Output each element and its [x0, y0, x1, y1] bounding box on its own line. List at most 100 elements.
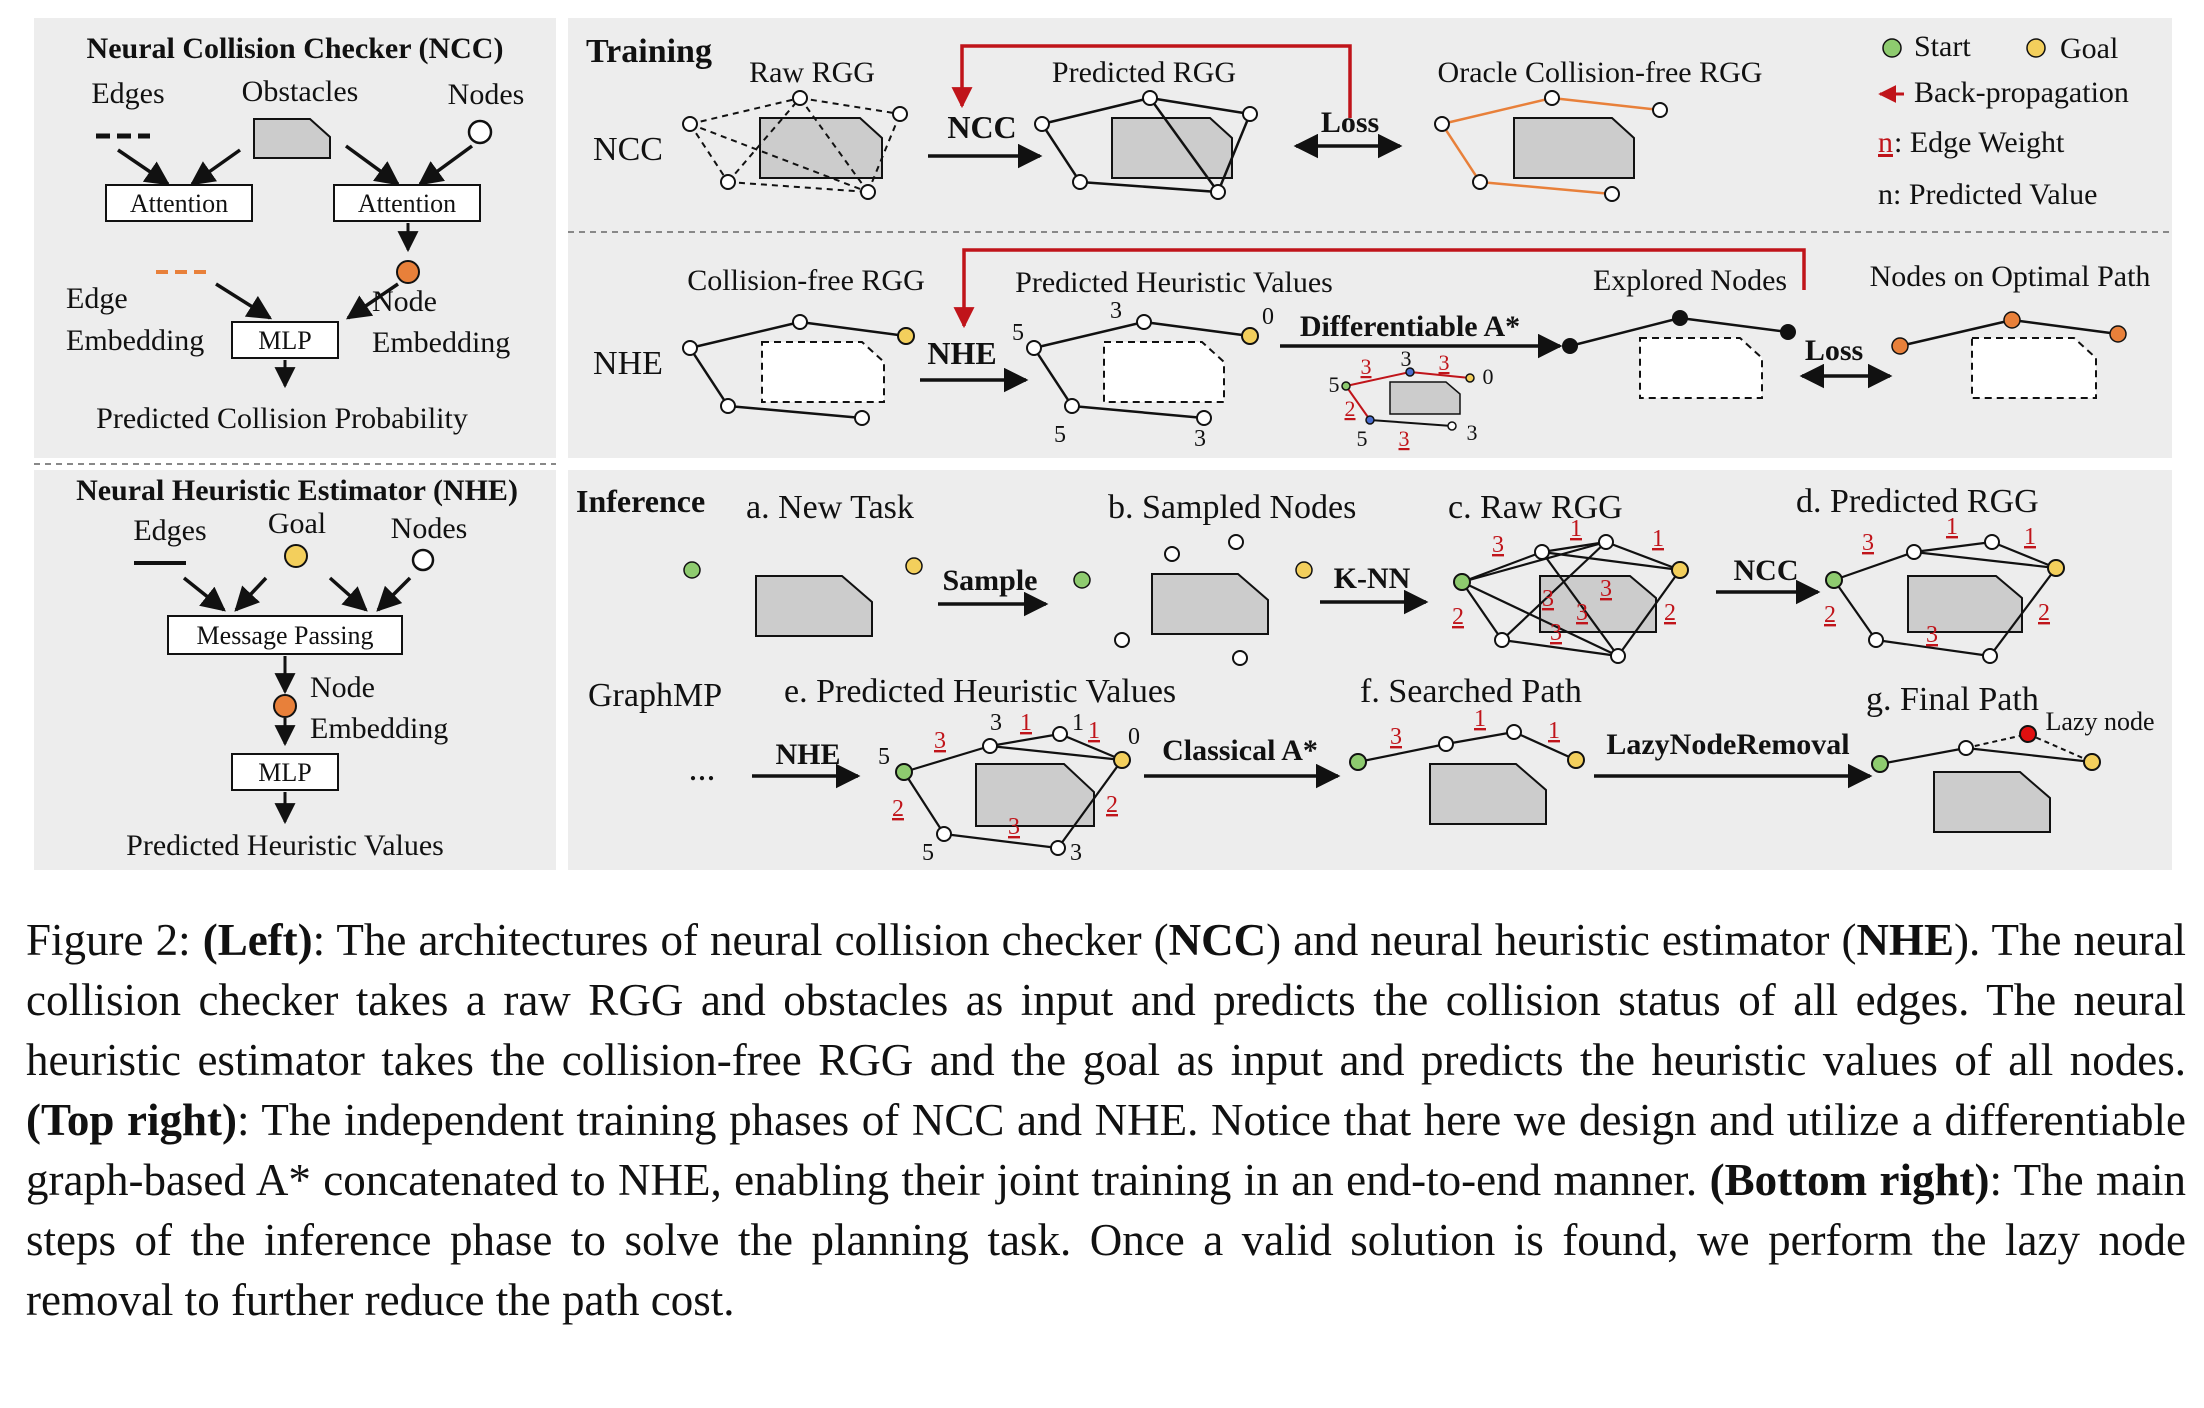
nhe-output-label: Predicted Heuristic Values [126, 829, 444, 862]
ncc-mlp-box [231, 321, 339, 359]
ncc-nodes-label: Nodes [448, 78, 525, 111]
classical-astar-label: Classical A* [1162, 734, 1318, 767]
nhe-edges-label: Edges [133, 514, 206, 547]
sv-h: 3 [1399, 426, 1410, 451]
nhe-goal-icon [284, 544, 308, 568]
c-raw-label: c. Raw RGG [1448, 489, 1623, 526]
legend-backprop: Back-propagation [1914, 76, 2129, 109]
caption-left: (Left) [202, 915, 313, 965]
c-w4: 2 [1452, 604, 1464, 630]
sv-b: 3 [1401, 346, 1412, 371]
h-value-b: 0 [1262, 304, 1274, 330]
explored-nodes-graph [1562, 310, 1796, 399]
caption-bottom-right: (Bottom right) [1709, 1155, 1990, 1205]
legend-edge-weight-n: n [1878, 126, 1893, 159]
optimal-path-graph [1891, 311, 2127, 399]
caption-nhe: NHE [1856, 915, 1954, 965]
ncc-architecture-panel: Neural Collision Checker (NCC) Edges Obs… [34, 18, 556, 458]
a-new-task-label: a. New Task [746, 489, 914, 526]
node-icon [467, 119, 493, 145]
obstacle-icon [253, 118, 331, 159]
figure-diagram: Neural Collision Checker (NCC) Edges Obs… [34, 18, 2172, 870]
training-nhe-row-label: NHE [593, 345, 663, 382]
e-w6: 2 [1106, 792, 1118, 818]
c-w7: 3 [1600, 576, 1612, 602]
g-final-label: g. Final Path [1866, 681, 2039, 718]
e-w2: 1 [1020, 710, 1032, 736]
e-v3: 1 [1072, 710, 1084, 736]
d-w6: 2 [2038, 600, 2050, 626]
inference-title: Inference [576, 483, 705, 519]
f-w2: 1 [1474, 706, 1486, 732]
searched-path-graph: 3 1 1 [1349, 706, 1585, 825]
sv-c: 3 [1439, 350, 1450, 375]
attention-label-2: Attention [358, 189, 456, 218]
nhe-node-icon [411, 548, 435, 572]
legend-start: Start [1914, 30, 1971, 63]
caption-ncc: NCC [1168, 915, 1267, 965]
h-value-c: 5 [1012, 320, 1024, 346]
e-w5: 3 [1008, 814, 1020, 840]
raw-rgg-inference-graph: 3 1 1 2 3 3 3 3 2 [1452, 516, 1689, 664]
sv-f: 2 [1345, 396, 1356, 421]
predicted-heuristic-label: Predicted Heuristic Values [1015, 266, 1333, 299]
sv-d: 0 [1483, 364, 1494, 389]
message-passing-label: Message Passing [197, 621, 374, 650]
inference-panel: Inference a. New Task Sample b. Sampled … [568, 470, 2172, 870]
e-v2: 3 [990, 710, 1002, 736]
inference-ncc-arrow-label: NCC [1734, 554, 1799, 587]
training-loss2-label: Loss [1805, 334, 1863, 367]
h-value-a: 3 [1110, 298, 1122, 324]
caption-p4: : The independent training phases of NCC… [26, 1095, 2186, 1205]
e-v4: 0 [1128, 724, 1140, 750]
edge-embedding-label-2: Embedding [66, 324, 204, 357]
lazy-node-icon [2019, 725, 2037, 743]
legend-predicted-value: n: Predicted Value [1878, 178, 2097, 211]
nhe-mlp-label: MLP [258, 758, 311, 787]
nhe-mlp-box [231, 753, 339, 791]
c-w1: 3 [1492, 532, 1504, 558]
attention-box-1 [105, 184, 253, 222]
training-title: Training [586, 33, 712, 70]
sv-a: 3 [1361, 354, 1372, 379]
ncc-obstacles-label: Obstacles [242, 75, 359, 108]
c-w8: 3 [1550, 620, 1562, 646]
h-value-e: 3 [1194, 426, 1206, 452]
sample-arrow-label: Sample [942, 564, 1037, 597]
f-w3: 1 [1548, 718, 1560, 744]
nhe-nodes-label: Nodes [391, 512, 468, 545]
caption-p1: : The architectures of neural collision … [312, 915, 1169, 965]
caption-top-right: (Top right) [26, 1095, 238, 1145]
legend-goal: Goal [2060, 32, 2118, 65]
d-w2: 1 [1946, 514, 1958, 540]
predicted-rgg-inference-graph: 3 1 1 2 3 2 [1824, 514, 2065, 664]
e-v5: 5 [922, 840, 934, 866]
nhe-title: Neural Heuristic Estimator (NHE) [76, 474, 518, 507]
collision-free-rgg-graph [682, 314, 915, 426]
nhe-architecture-panel: Neural Heuristic Estimator (NHE) Edges G… [34, 470, 556, 870]
predicted-rgg-label: Predicted RGG [1052, 56, 1236, 89]
ncc-edges-label: Edges [91, 77, 164, 110]
e-v1: 5 [878, 744, 890, 770]
optimal-path-label: Nodes on Optimal Path [1870, 260, 2151, 293]
training-nhe-arrow-label: NHE [927, 335, 996, 371]
f-searched-label: f. Searched Path [1360, 673, 1582, 710]
explored-nodes-label: Explored Nodes [1593, 264, 1787, 297]
e-w4: 2 [892, 796, 904, 822]
node-embedding-icon [396, 260, 420, 284]
figure-caption: Figure 2: (Left): The architectures of n… [26, 910, 2186, 1330]
diff-astar-label: Differentiable A* [1300, 310, 1520, 343]
d-w3: 1 [2024, 524, 2036, 550]
raw-rgg-label: Raw RGG [749, 56, 875, 89]
inference-nhe-arrow-label: NHE [775, 738, 840, 771]
raw-rgg-graph [682, 90, 908, 200]
node-embedding-label-2: Embedding [372, 326, 510, 359]
knn-arrow-label: K-NN [1334, 562, 1411, 595]
message-passing-box [167, 615, 403, 655]
lazy-node-label: Lazy node [2045, 707, 2154, 736]
c-w5: 3 [1542, 586, 1554, 612]
attention-box-2 [333, 184, 481, 222]
f-w1: 3 [1390, 724, 1402, 750]
sv-e: 5 [1329, 372, 1340, 397]
ncc-backprop-arrow [951, 44, 1352, 118]
